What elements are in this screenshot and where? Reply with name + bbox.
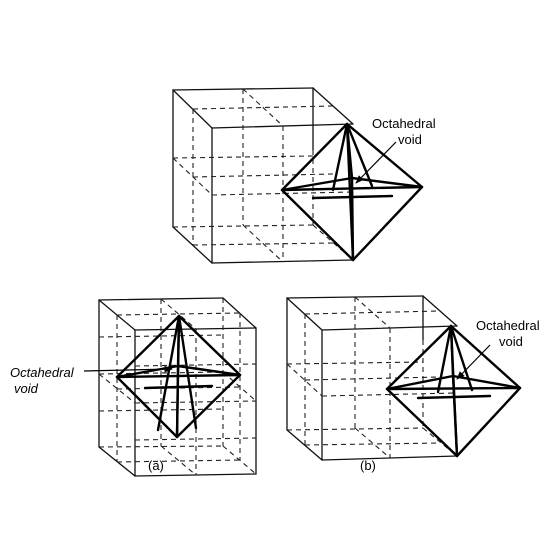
cube-a-label-line1: Octahedral — [10, 365, 75, 380]
top-cube-hidden-edges — [172, 88, 354, 263]
cube-a-octahedron — [115, 314, 242, 439]
cube-b-pointer-arrow — [456, 344, 491, 380]
cube-a-label-line2: void — [14, 381, 39, 396]
cube-b-octahedron — [385, 324, 522, 458]
top-label-line1: Octahedral — [372, 116, 436, 131]
cube-b-label-line2: void — [499, 334, 523, 349]
top-cube: Octahedral void — [172, 87, 436, 264]
top-cube-outer-edges — [172, 87, 354, 264]
cube-b: Octahedral void (b) — [286, 295, 540, 473]
cube-b-label-line1: Octahedral — [476, 318, 540, 333]
cube-a: Octahedral void (a) — [10, 297, 257, 477]
cube-a-caption: (a) — [148, 458, 164, 473]
top-pointer-arrow — [355, 141, 397, 184]
cube-b-caption: (b) — [360, 458, 376, 473]
cube-b-hidden-edges — [286, 296, 458, 459]
top-label-line2: void — [398, 132, 422, 147]
cube-a-pointer-arrow — [83, 365, 173, 373]
top-octahedron — [280, 122, 424, 262]
